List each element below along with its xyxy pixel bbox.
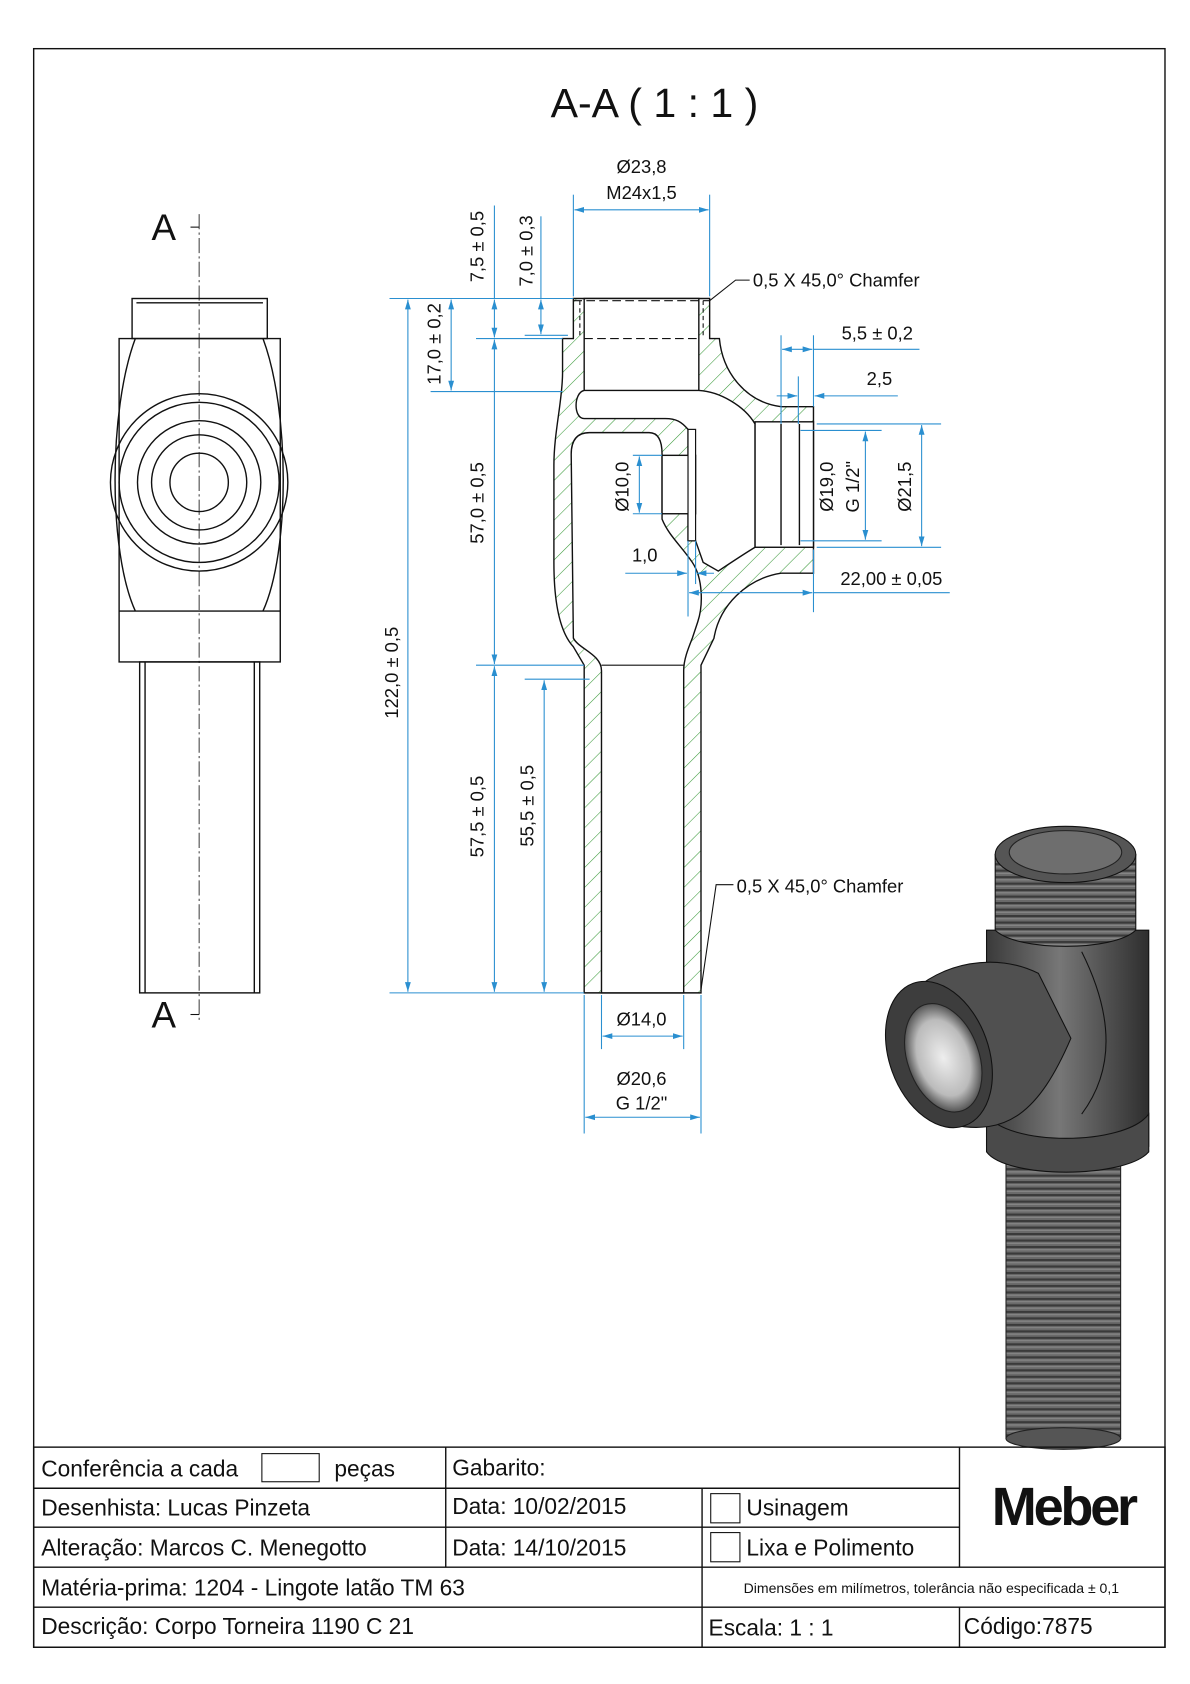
data2-value: 14/10/2015	[513, 1534, 627, 1560]
desenhista-label: Desenhista:	[41, 1494, 161, 1520]
dim-7-0: 7,0 ± 0,3	[515, 215, 536, 286]
chamfer-top-note: 0,5 X 45,0° Chamfer	[753, 270, 920, 291]
section-label-bottom: A	[152, 994, 177, 1035]
pecas-label: peças	[334, 1455, 395, 1481]
isometric-3d-render	[884, 825, 1150, 1450]
svg-text:Escala: 1 : 1: Escala: 1 : 1	[709, 1614, 834, 1640]
codigo-value: 7875	[1042, 1613, 1093, 1639]
escala-value: 1 : 1	[789, 1614, 833, 1640]
descricao-label: Descrição:	[41, 1613, 148, 1639]
section-view	[553, 297, 815, 994]
dim-5-5: 5,5 ± 0,2	[842, 323, 913, 344]
dim-122-0: 122,0 ± 0,5	[381, 627, 402, 719]
gabarito-label: Gabarito:	[452, 1454, 545, 1480]
data2-label: Data:	[452, 1534, 506, 1560]
conferencia-label: Conferência a cada	[41, 1455, 238, 1481]
chamfer-bottom-note: 0,5 X 45,0° Chamfer	[737, 875, 904, 896]
tolerance-note: Dimensões em milímetros, tolerância não …	[744, 1580, 1120, 1596]
logo-meber: Meber	[992, 1477, 1138, 1537]
dim-55-5: 55,5 ± 0,5	[516, 765, 537, 847]
escala-label: Escala:	[709, 1614, 783, 1640]
dim-top-thread: M24x1,5	[606, 182, 676, 203]
materia-value: 1204 - Lingote latão TM 63	[194, 1574, 465, 1600]
dim-21-5: Ø21,5	[894, 462, 915, 512]
dim-2-5: 2,5	[867, 368, 893, 389]
dim-57-5: 57,5 ± 0,5	[467, 776, 488, 858]
alteracao-value: Marcos C. Menegotto	[150, 1534, 367, 1560]
dim-57-0: 57,0 ± 0,5	[467, 462, 488, 544]
dim-14-0: Ø14,0	[616, 1008, 666, 1029]
svg-text:Desenhista: Lucas Pinzeta: Desenhista: Lucas Pinzeta	[41, 1494, 310, 1520]
dim-22-00: 22,00 ± 0,05	[840, 568, 942, 589]
data1-value: 10/02/2015	[513, 1493, 627, 1519]
desenhista-value: Lucas Pinzeta	[167, 1494, 310, 1520]
lixa-checkbox[interactable]	[710, 1532, 741, 1563]
dim-1-0: 1,0	[632, 544, 658, 565]
svg-text:Data: 10/02/2015: Data: 10/02/2015	[452, 1493, 626, 1519]
svg-text:Código:7875: Código:7875	[964, 1613, 1093, 1639]
alteracao-label: Alteração:	[41, 1534, 143, 1560]
dimensions: Ø23,8 M24x1,5 0,5 X 45,0° Chamfer 0,5 X …	[381, 156, 950, 1134]
lixa-label: Lixa e Polimento	[746, 1534, 914, 1560]
dim-19-thread: G 1/2"	[842, 461, 863, 512]
descricao-value: Corpo Torneira 1190 C 21	[155, 1613, 414, 1639]
materia-label: Matéria-prima:	[41, 1574, 187, 1600]
usinagem-checkbox[interactable]	[710, 1493, 741, 1524]
dim-19-0: Ø19,0	[816, 462, 837, 512]
title-block: Conferência a cada peças Gabarito: Desen…	[32, 1446, 1166, 1648]
left-view: A A	[109, 207, 289, 1035]
codigo-label: Código:	[964, 1613, 1042, 1639]
svg-text:Alteração: Marcos C. Menegotto: Alteração: Marcos C. Menegotto	[41, 1534, 367, 1560]
dim-17-0: 17,0 ± 0,2	[423, 303, 444, 385]
section-title: A-A ( 1 : 1 )	[551, 80, 759, 126]
dim-20-6: Ø20,6	[616, 1068, 666, 1089]
data1-label: Data:	[452, 1493, 506, 1519]
dim-20-6-thread: G 1/2"	[616, 1093, 667, 1114]
svg-text:Data: 14/10/2015: Data: 14/10/2015	[452, 1534, 626, 1560]
usinagem-label: Usinagem	[746, 1494, 848, 1520]
dim-7-5: 7,5 ± 0,5	[467, 211, 488, 282]
dim-10-0: Ø10,0	[612, 462, 633, 512]
dim-top-diameter: Ø23,8	[616, 156, 666, 177]
svg-text:Descrição: Corpo Torneira 1190: Descrição: Corpo Torneira 1190 C 21	[41, 1613, 414, 1639]
svg-text:Matéria-prima: 1204 - Lingote: Matéria-prima: 1204 - Lingote latão TM 6…	[41, 1574, 465, 1600]
section-label-top: A	[152, 207, 177, 248]
conferencia-input[interactable]	[261, 1453, 320, 1483]
